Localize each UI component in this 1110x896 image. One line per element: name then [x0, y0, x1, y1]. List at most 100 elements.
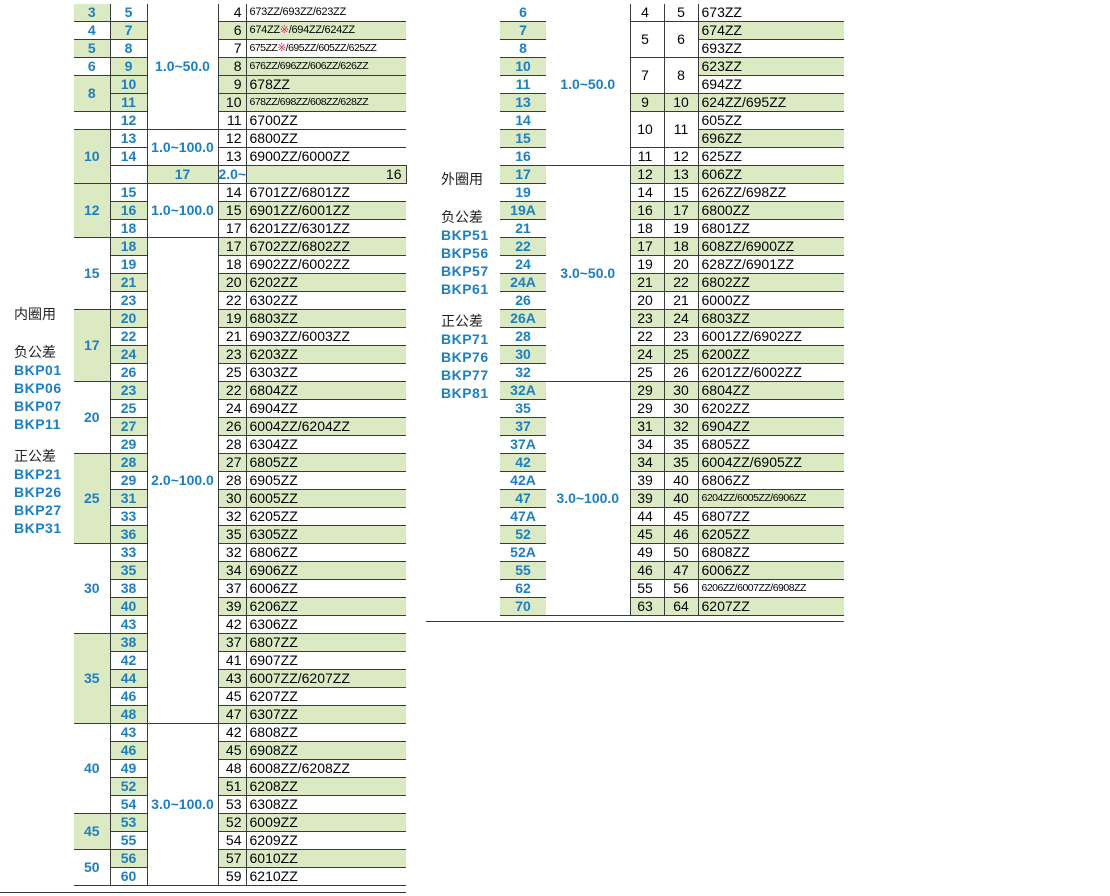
- outer-diameter-cell: 49: [110, 759, 148, 778]
- bearing-part-cell: 6204ZZ/6005ZZ/6906ZZ: [698, 489, 844, 508]
- spec-a-cell: 34: [629, 453, 665, 472]
- reference-mark: ※: [279, 24, 289, 36]
- bearing-part-cell: 6805ZZ: [246, 453, 406, 472]
- spec-number-cell: 8: [217, 57, 247, 76]
- spec-number-cell: 37: [217, 633, 247, 652]
- spec-b-cell: 12: [664, 147, 699, 166]
- length-range-cell: 1.0~100.0: [147, 129, 218, 166]
- spec-number-cell: 32: [217, 543, 247, 562]
- outer-diameter-cell: 42A: [500, 471, 546, 490]
- bearing-part-cell: 6808ZZ: [246, 723, 406, 742]
- bearing-part-text: 6907ZZ: [249, 652, 298, 668]
- code-label: BKP81: [441, 385, 489, 401]
- bearing-part-cell: 6800ZZ: [246, 129, 406, 148]
- spec-b-cell: 25: [664, 345, 699, 364]
- length-range-cell: 1.0~50.0: [546, 4, 630, 166]
- outer-diameter-cell: 26: [500, 291, 546, 310]
- bearing-part-text: 6701ZZ/6801ZZ: [249, 184, 350, 200]
- outer-diameter-cell: 32A: [500, 381, 546, 400]
- outer-diameter-cell: 21: [500, 219, 546, 238]
- bearing-part-cell: 605ZZ: [698, 111, 844, 130]
- bearing-part-text: 6010ZZ: [249, 850, 298, 866]
- bearing-part-cell: 6307ZZ: [246, 705, 406, 724]
- spec-a-cell: 29: [629, 381, 665, 400]
- length-range-cell: 1.0~100.0: [147, 183, 218, 238]
- code-label: BKP11: [14, 416, 61, 432]
- bearing-part-text-rest: /695ZZ/605ZZ/625ZZ: [285, 42, 377, 54]
- inner-diameter-cell: 15: [74, 237, 111, 310]
- bearing-part-cell: 6801ZZ: [698, 219, 844, 238]
- inner-diameter-cell: 25: [74, 453, 111, 544]
- bearing-part-cell: 6904ZZ: [698, 417, 844, 436]
- outer-diameter-cell: 55: [110, 831, 148, 850]
- spec-number-cell: 10: [217, 93, 247, 112]
- bearing-part-text: 6904ZZ: [249, 400, 298, 416]
- bearing-part-text: 6009ZZ: [249, 814, 298, 830]
- bearing-part-cell: 6000ZZ: [698, 291, 844, 310]
- bearing-part-text: 6304ZZ: [249, 436, 298, 452]
- spec-a-cell: 16: [629, 201, 665, 220]
- spec-a-cell: 7: [629, 57, 665, 94]
- bearing-part-text: 6205ZZ: [249, 508, 298, 524]
- spec-a-cell: 10: [629, 111, 665, 148]
- outer-diameter-cell: 26A: [500, 309, 546, 328]
- spec-a-cell: 34: [629, 435, 665, 454]
- code-label: BKP31: [14, 520, 62, 536]
- spec-number-cell: 17: [217, 219, 247, 238]
- outer-diameter-cell: 43: [110, 615, 148, 634]
- spec-number-cell: 22: [217, 381, 247, 400]
- code-label: BKP07: [14, 398, 62, 414]
- bearing-part-cell: 6007ZZ/6207ZZ: [246, 669, 406, 688]
- spec-b-cell: 13: [664, 165, 699, 184]
- spec-a-cell: 45: [629, 525, 665, 544]
- bearing-part-cell: 694ZZ: [698, 75, 844, 94]
- outer-diameter-cell: 48: [110, 705, 148, 724]
- bearing-part-cell: 624ZZ/695ZZ: [698, 93, 844, 112]
- inner-diameter-cell: 10: [74, 129, 111, 184]
- outer-diameter-cell: 23: [110, 381, 148, 400]
- bearing-part-cell: 6205ZZ: [246, 507, 406, 526]
- spec-b-cell: 50: [664, 543, 699, 562]
- outer-diameter-cell: 38: [110, 579, 148, 598]
- spec-number-cell: 42: [217, 723, 247, 742]
- spec-a-cell: 23: [629, 309, 665, 328]
- spec-number-cell: 25: [217, 363, 247, 382]
- spec-b-cell: 11: [664, 111, 699, 148]
- bearing-part-cell: 6302ZZ: [246, 291, 406, 310]
- outer-diameter-cell: 27: [110, 417, 148, 436]
- spec-b-cell: 30: [664, 399, 699, 418]
- outer-diameter-cell: 12: [110, 111, 148, 130]
- bearing-part-cell: 6201ZZ/6002ZZ: [698, 363, 844, 382]
- spec-a-cell: 29: [629, 399, 665, 418]
- outer-diameter-cell: 53: [110, 813, 148, 832]
- spec-number-cell: 4: [217, 4, 247, 22]
- outer-diameter-cell: 14: [110, 147, 148, 166]
- spec-number-cell: 52: [217, 813, 247, 832]
- outer-diameter-cell: 10: [110, 75, 148, 94]
- code-label: BKP27: [14, 502, 62, 518]
- spec-b-cell: 20: [664, 255, 699, 274]
- outer-diameter-cell: 25: [110, 399, 148, 418]
- inner-diameter-cell: 12: [74, 183, 111, 238]
- spec-number-cell: 37: [217, 579, 247, 598]
- outer-diameter-cell: 17: [500, 165, 546, 184]
- outer-diameter-cell: 8: [500, 39, 546, 58]
- spec-b-cell: 8: [664, 57, 699, 94]
- neg-tolerance-label: 负公差: [441, 209, 483, 225]
